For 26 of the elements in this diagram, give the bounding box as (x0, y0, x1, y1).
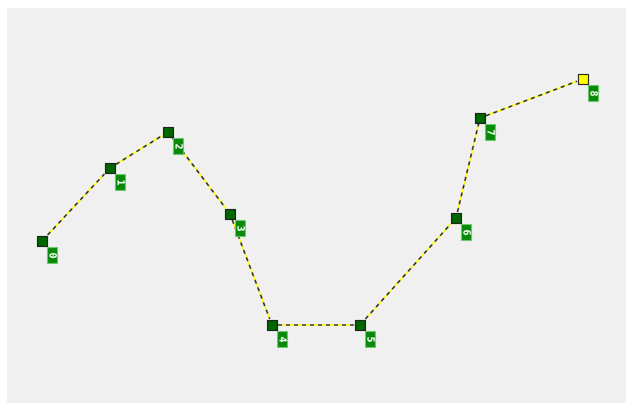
connector-line (364, 223, 452, 320)
square-marker (451, 213, 462, 224)
point-label: 4 (277, 331, 288, 348)
point-label: 5 (365, 331, 376, 348)
connector-line (232, 220, 270, 320)
square-marker (475, 113, 486, 124)
connector-line (456, 124, 480, 212)
point-label: 0 (47, 247, 58, 264)
connector-line (116, 135, 162, 165)
square-marker (578, 74, 589, 85)
point-label: 2 (173, 138, 184, 155)
point-label: 6 (461, 224, 472, 241)
connector-line (278, 324, 354, 326)
square-marker (355, 320, 366, 331)
point-label: 7 (485, 124, 496, 141)
connector-line (486, 80, 578, 116)
square-marker (225, 209, 236, 220)
square-marker (163, 127, 174, 138)
point-label: 8 (588, 85, 599, 102)
point-label: 1 (115, 174, 126, 191)
connector-line (47, 173, 105, 236)
square-marker (267, 320, 278, 331)
point-label: 3 (235, 220, 246, 237)
connector-line (172, 138, 226, 208)
square-marker (105, 163, 116, 174)
square-marker (37, 236, 48, 247)
